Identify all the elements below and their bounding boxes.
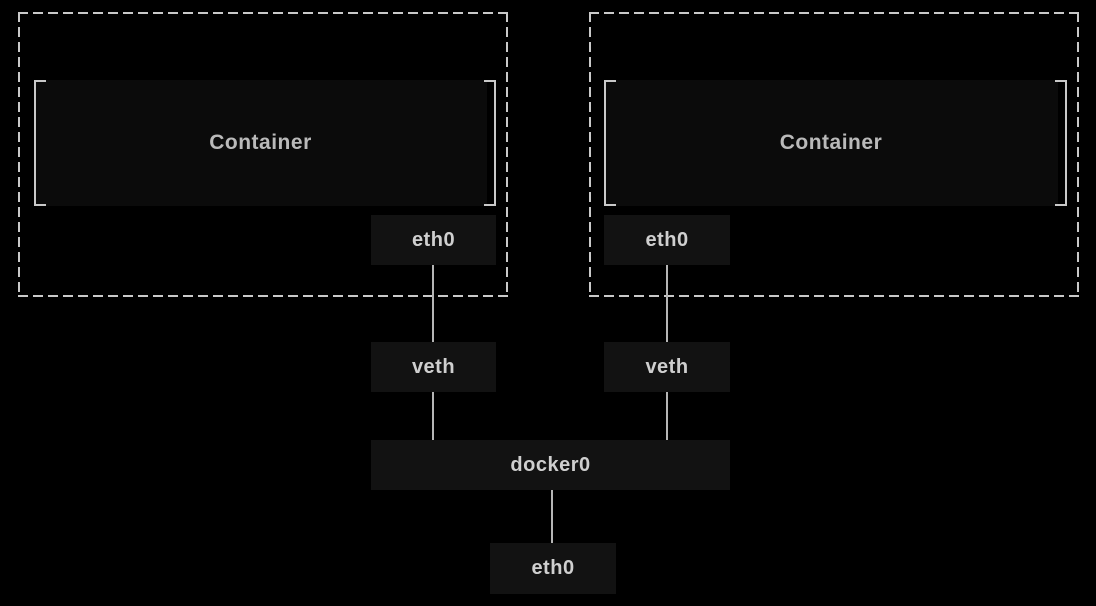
veth-2-node: veth xyxy=(604,342,730,392)
bracket-left-icon xyxy=(34,80,46,206)
bracket-left-icon xyxy=(604,80,616,206)
container-1-eth0-node: eth0 xyxy=(371,215,496,265)
container-2-label: Container xyxy=(779,131,883,154)
connector-container2-eth0-to-veth2 xyxy=(666,264,668,344)
veth-1-node: veth xyxy=(371,342,496,392)
connector-container1-eth0-to-veth1 xyxy=(432,264,434,344)
container-2-box: Container xyxy=(604,80,1067,206)
connector-docker0-to-host-eth0 xyxy=(551,488,553,545)
container-2-eth0-node: eth0 xyxy=(604,215,730,265)
container-1-box: Container xyxy=(34,80,496,206)
connector-veth2-to-docker0 xyxy=(666,390,668,442)
connector-veth1-to-docker0 xyxy=(432,390,434,442)
host-eth0-node: eth0 xyxy=(490,543,616,594)
docker0-bridge-node: docker0 xyxy=(371,440,730,490)
container-1-label: Container xyxy=(209,131,312,154)
